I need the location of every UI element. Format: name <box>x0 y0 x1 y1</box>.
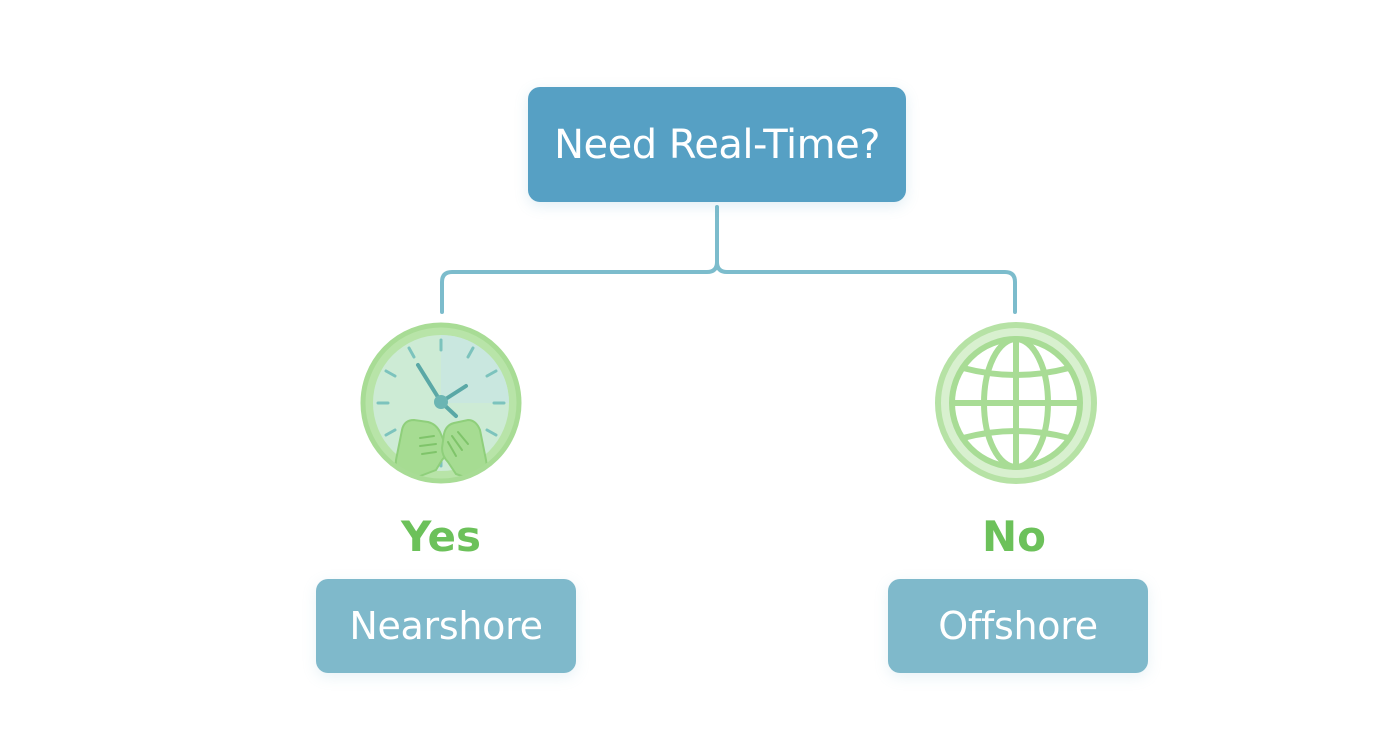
globe-icon <box>933 320 1099 486</box>
outcome-box-offshore: Offshore <box>888 579 1148 673</box>
question-box: Need Real-Time? <box>528 87 906 202</box>
question-label: Need Real-Time? <box>554 121 880 168</box>
connector-trunk <box>440 205 719 314</box>
outcome-label-offshore: Offshore <box>938 604 1098 648</box>
branch-label-yes: Yes <box>400 512 482 561</box>
branch-label-no: No <box>981 512 1046 561</box>
clock-handshake-icon <box>358 320 524 486</box>
outcome-label-nearshore: Nearshore <box>349 604 543 648</box>
connector-right <box>715 260 1017 314</box>
outcome-box-nearshore: Nearshore <box>316 579 576 673</box>
